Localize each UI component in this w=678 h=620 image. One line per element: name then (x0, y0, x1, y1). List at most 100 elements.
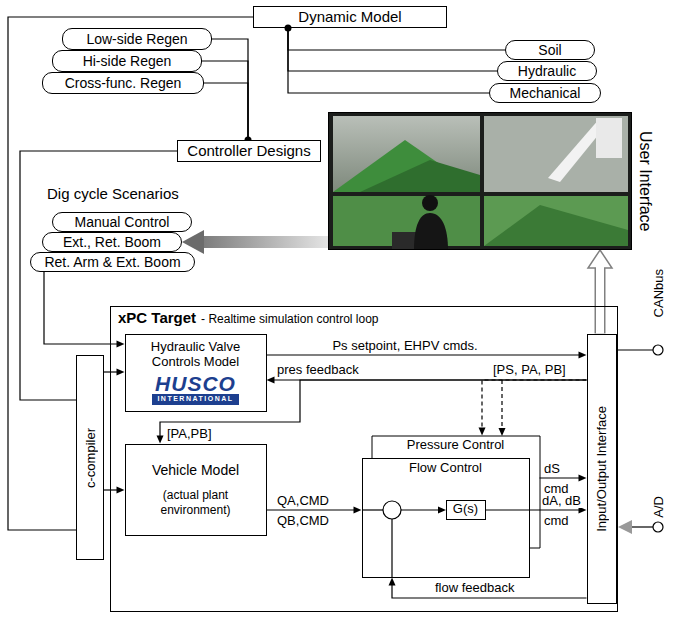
signal-line (391, 519, 392, 578)
node-label: Ret. Arm & Ext. Boom (44, 254, 180, 270)
node-label: Pressure Control (407, 438, 505, 453)
vehicle-model-box: Vehicle Model(actual plant environment) (125, 444, 267, 536)
connector-line (203, 236, 328, 248)
connector (104, 369, 125, 376)
valve-controls-box: Hydraulic Valve Controls ModelHUSCOINTER… (125, 334, 267, 412)
signal-label: QA,CMD (276, 493, 330, 508)
connector (479, 380, 587, 436)
connector-line (288, 28, 497, 71)
bus-port (653, 345, 663, 355)
connector-line (204, 83, 248, 140)
signal-name: QB,CMD (276, 513, 330, 528)
model-tab: Hydraulic (497, 61, 597, 81)
connector-line (267, 509, 355, 510)
arrowhead (117, 369, 125, 376)
signal-label: dS (543, 461, 561, 476)
node-label: Dynamic Model (298, 8, 401, 25)
connector (588, 250, 612, 334)
dashed-signal (501, 380, 502, 429)
node-label: G(s) (453, 502, 478, 517)
node-label: Soil (538, 42, 561, 58)
user-interface-photo (328, 112, 632, 250)
node-label: Cross-func. Regen (65, 75, 182, 91)
node-label: Hi-side Regen (83, 53, 172, 69)
arrowhead (579, 352, 587, 359)
model-tab: Soil (505, 40, 595, 60)
screen (484, 116, 628, 192)
scenario-tab: Ret. Arm & Ext. Boom (30, 252, 195, 272)
model-box: Dynamic Model (253, 6, 447, 28)
summing-junction (383, 501, 401, 519)
connector (288, 28, 489, 93)
connector (182, 230, 328, 254)
connector-line (44, 272, 118, 344)
controller-box: Controller Designs (177, 140, 321, 162)
terrain (484, 205, 628, 246)
bus-name: CANbus (651, 268, 666, 318)
node-label: Input/Output Interface (594, 406, 609, 532)
connector (212, 39, 248, 140)
connector (288, 28, 497, 71)
connector-line (288, 28, 505, 50)
node-label: Mechanical (510, 85, 581, 101)
node-label: Hydraulic (518, 63, 576, 79)
signal-name: [PS, PA, PB] (492, 362, 567, 377)
model-tab: Mechanical (489, 83, 601, 103)
group-heading: Dig cycle Scenarios (46, 185, 180, 202)
terrain (360, 160, 480, 192)
node-label: User Interface (636, 113, 654, 249)
input-arrowhead (618, 520, 632, 534)
io-interface-box: Input/Output Interface (587, 334, 617, 604)
pressure-control-box: Pressure Control (372, 436, 540, 548)
bus-port (653, 522, 663, 532)
operator-body (414, 213, 448, 250)
scenario-tab: Manual Control (52, 212, 192, 232)
arrowhead (117, 341, 125, 348)
regen-tab: Hi-side Regen (52, 50, 202, 72)
transfer-function-box: G(s) (446, 500, 486, 520)
connector-line (596, 265, 604, 334)
screen (333, 116, 480, 192)
node-label: Controller Designs (187, 142, 310, 159)
arrowhead (579, 475, 587, 482)
signal-label: [PA,PB] (166, 426, 213, 441)
signal-name: cmd (543, 481, 570, 496)
connector (288, 28, 505, 50)
operator-head (422, 195, 438, 211)
node-label: Manual Control (75, 214, 170, 230)
node-label: Hydraulic Valve Controls Model (132, 340, 260, 370)
connector-line (482, 380, 587, 429)
excavator-cab (596, 118, 622, 158)
flow-control-box: G(s) Flow Control (362, 458, 530, 578)
connector (104, 487, 125, 494)
node-sublabel: - Realtime simulation control loop (201, 313, 378, 327)
connector-line (8, 17, 253, 530)
regen-tab: Low-side Regen (62, 28, 212, 50)
signal-label: Ps setpoint, EHPV cmds. (331, 338, 478, 353)
arrowhead (157, 436, 164, 444)
node-label: Vehicle Model (152, 462, 239, 478)
node-label: xPC Target (118, 309, 196, 326)
flow-loop (362, 501, 439, 578)
photo-ground (328, 112, 632, 250)
scenario-tab: Ext., Ret. Boom (42, 232, 182, 252)
connector (204, 83, 248, 140)
regen-tab: Cross-func. Regen (42, 72, 204, 94)
pressure-control-outline (372, 436, 540, 548)
signal-line (362, 509, 383, 510)
connector-line (202, 61, 248, 140)
signal-label: flow feedback (434, 580, 516, 595)
signal-label: pres feedback (276, 362, 360, 377)
connector (202, 61, 248, 140)
connector-line (540, 477, 580, 478)
node-sublabel: INTERNATIONAL (152, 394, 238, 404)
node-sublabel: HUSCO (155, 373, 236, 394)
arrowhead (479, 428, 486, 436)
arrowhead (499, 428, 506, 436)
node-label: Low-side Regen (86, 31, 187, 47)
node-label: Ext., Ret. Boom (63, 234, 161, 250)
compiler-box: c-compiler (76, 355, 104, 560)
arrowhead (182, 230, 204, 254)
node-label: Flow Control (409, 461, 482, 476)
